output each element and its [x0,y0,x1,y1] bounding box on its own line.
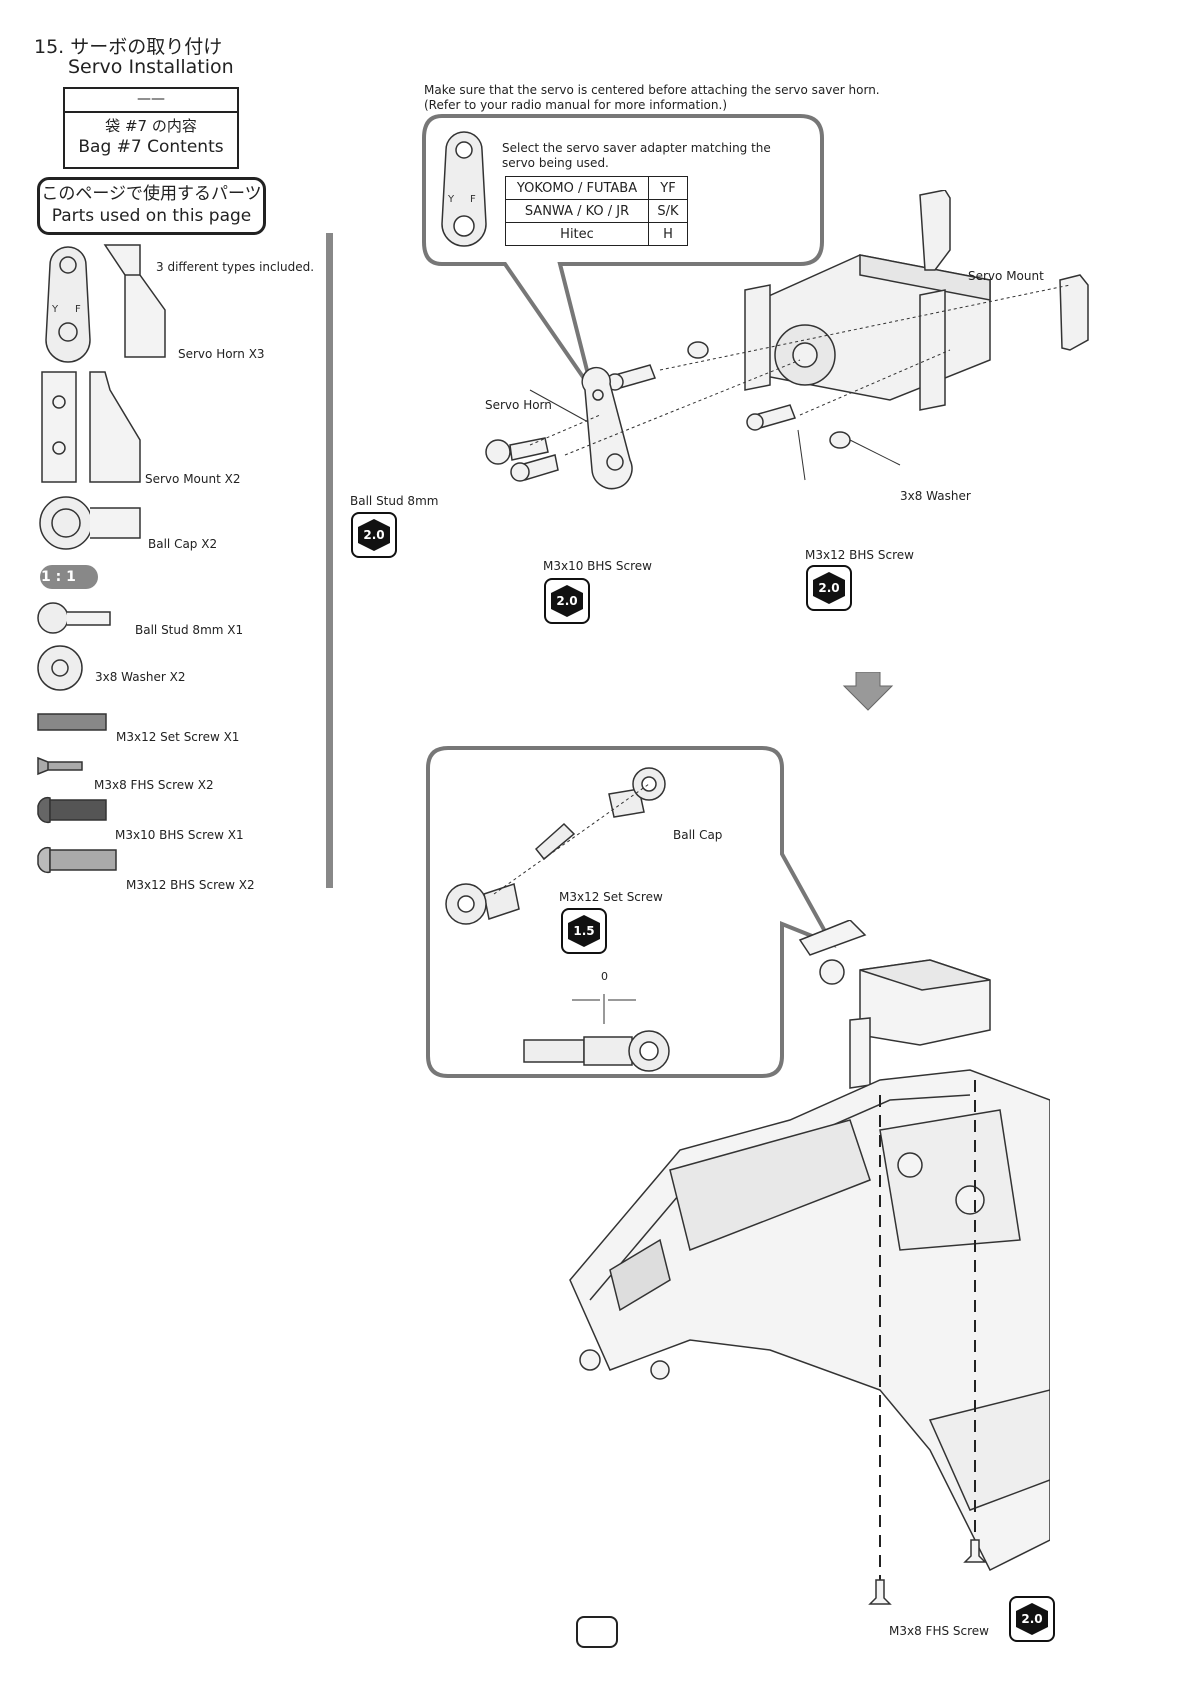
hex-wrench-icon-ballstud: 2.0 [351,512,397,558]
hex-wrench-icon-fhs: 2.0 [1009,1596,1055,1642]
step-title-jp: 15. サーボの取り付け [34,32,222,59]
bhs10-part-icon [49,799,107,821]
label-m3x8: M3x8 FHS Screw [889,1624,989,1638]
label-zero-gap: 0 [601,970,608,983]
hex-wrench-icon-m3x10: 2.0 [544,578,590,624]
washer-qty: 3x8 Washer X2 [95,670,186,684]
fhs-screw-part-icon [37,756,83,776]
servo-horn-note: 3 different types included. [156,260,315,274]
servo-horn-part-icon: Y F [45,244,166,363]
servo-exploded-drawing [485,190,1089,490]
svg-text:Y: Y [447,194,455,205]
label-washer: 3x8 Washer [900,489,971,503]
svg-text:F: F [470,194,476,205]
step-title-jp-text: サーボの取り付け [70,36,223,58]
servo-horn-qty: Servo Horn X3 [178,347,265,361]
ball-cap-qty: Ball Cap X2 [148,537,218,551]
svg-text:F: F [75,304,81,315]
bhs10-qty: M3x10 BHS Screw X1 [115,828,244,842]
step-number: 15. [34,36,65,58]
ball-stud-qty: Ball Stud 8mm X1 [135,623,244,637]
parts-used-en: Parts used on this page [51,206,252,226]
bhs12-qty: M3x12 BHS Screw X2 [126,878,255,892]
washer-part-icon [37,645,83,691]
scale-badge [40,565,98,589]
bag-contents-box: —— 袋 #7 の内容 Bag #7 Contents [63,87,239,169]
instruction-line-2: (Refer to your radio manual for more inf… [424,98,727,112]
set-screw-part-icon [37,713,107,731]
ball-cap-part-icon [39,496,141,550]
page-number-box [576,1616,618,1648]
adapter-text-1: Select the servo saver adapter matching … [502,141,771,155]
hex-wrench-icon-m3x12: 2.0 [806,565,852,611]
bag-jp: 袋 #7 の内容 [105,117,197,135]
bhs12-part-icon [49,849,117,871]
servo-mount-qty: Servo Mount X2 [145,472,241,486]
servo-mount-part-icon [41,371,141,483]
label-servo-mount: Servo Mount [968,269,1044,283]
scale-label: 1 : 1 [41,569,76,585]
hex-wrench-icon-setscrew: 1.5 [561,908,607,954]
set-screw-qty: M3x12 Set Screw X1 [116,730,240,744]
label-ball-cap: Ball Cap [673,828,723,842]
svg-text:Y: Y [51,304,59,315]
ball-cap-callout-bubble [426,746,837,1078]
parts-list-drawings: Y F [37,244,166,874]
fhs-screw-qty: M3x8 FHS Screw X2 [94,778,214,792]
label-m3x10: M3x10 BHS Screw [543,559,652,573]
label-m3x12: M3x12 BHS Screw [805,548,914,562]
down-arrow-icon [842,672,894,711]
label-servo-horn: Servo Horn [485,398,552,412]
label-set-screw: M3x12 Set Screw [559,890,663,904]
label-ball-stud: Ball Stud 8mm [350,494,439,508]
bag-blank: —— [65,89,237,113]
bag-en: Bag #7 Contents [78,137,224,157]
adapter-text-2: servo being used. [502,156,609,170]
instruction-line-1: Make sure that the servo is centered bef… [424,83,880,97]
parts-used-box: このページで使用するパーツ Parts used on this page [37,177,266,235]
parts-used-jp: このページで使用するパーツ [41,184,262,204]
chassis-drawing [569,920,1050,1605]
column-divider [326,233,333,888]
step-title-en: Servo Installation [68,56,234,78]
ball-stud-part-icon [37,602,111,634]
